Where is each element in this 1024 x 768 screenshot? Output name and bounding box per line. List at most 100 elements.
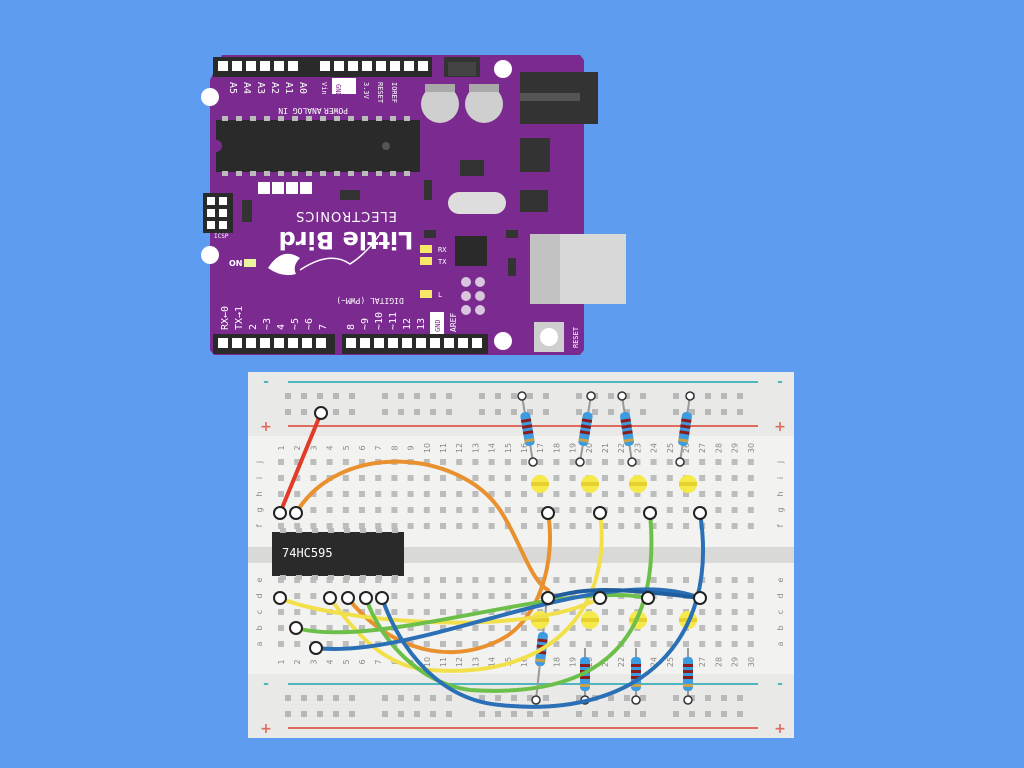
power-pin-label: Vin: [320, 82, 328, 95]
analog-pin-label: A4: [241, 82, 252, 94]
header-pin: [232, 61, 242, 71]
breadboard-hole: [569, 641, 576, 647]
header-pin: [348, 61, 358, 71]
led-on: [244, 259, 256, 267]
chip-leg: [296, 575, 302, 580]
chip-leg: [376, 116, 382, 121]
led-l: [420, 290, 432, 298]
breadboard-hole: [569, 625, 576, 631]
breadboard-hole: [666, 475, 673, 481]
breadboard-hole: [423, 593, 430, 599]
resistor-band: [579, 430, 591, 435]
rail-hole: [737, 711, 743, 717]
breadboard-hole: [666, 609, 673, 615]
digital-pin-label: TX→1: [234, 306, 245, 330]
wire-end: [273, 591, 287, 605]
capacitor-mark: [469, 84, 499, 92]
column-number-bottom: 7: [374, 659, 383, 664]
rail-hole: [333, 393, 339, 399]
column-number-top: 5: [342, 445, 351, 450]
breadboard-hole: [407, 507, 414, 513]
column-number-top: 25: [666, 443, 675, 453]
breadboard-hole: [375, 507, 382, 513]
analog-pin-label: A1: [283, 82, 294, 94]
chip-leg: [222, 116, 228, 121]
resistor: [520, 412, 535, 446]
breadboard-hole: [699, 641, 706, 647]
header-pin: [458, 338, 468, 348]
breadboard-hole: [407, 625, 414, 631]
rail-hole: [333, 409, 339, 415]
chip-leg: [236, 171, 242, 176]
column-number-bottom: 5: [342, 659, 351, 664]
chip-notch: [216, 140, 222, 152]
gnd-box-label: GND: [334, 84, 342, 97]
gnd-digital-label: GND: [434, 319, 442, 332]
column-number-top: 23: [633, 443, 642, 453]
wire-end: [641, 591, 655, 605]
icsp-pin: [207, 197, 215, 205]
column-number-bottom: 25: [666, 657, 675, 667]
chip-leg: [320, 171, 326, 176]
rail-hole: [624, 393, 630, 399]
rail-hole: [689, 711, 695, 717]
wire-end: [341, 591, 355, 605]
resistor-band: [535, 658, 546, 663]
led-rim: [531, 618, 549, 622]
breadboard-hole: [472, 593, 479, 599]
analog-pin-label: A5: [227, 82, 238, 94]
breadboard-hole: [715, 577, 722, 583]
breadboard-hole: [731, 491, 738, 497]
chip-leg: [392, 575, 398, 580]
column-number-top: 17: [536, 443, 545, 453]
board-symbol-box: [286, 182, 298, 194]
column-number-bottom: 13: [471, 657, 480, 667]
rail-minus-label: -: [777, 374, 783, 390]
breadboard-hole: [375, 475, 382, 481]
resistor-band: [580, 676, 590, 679]
column-number-top: 7: [374, 445, 383, 450]
rail-hole: [705, 711, 711, 717]
breadboard-hole: [747, 475, 754, 481]
icsp-label: ICSP: [214, 233, 229, 240]
breadboard-hole: [504, 459, 511, 465]
breadboard-hole: [504, 641, 511, 647]
resistor-band: [621, 424, 632, 429]
column-number-bottom: 29: [731, 657, 740, 667]
smd-part: [508, 258, 516, 276]
rail-hole: [527, 393, 533, 399]
resistor-band: [520, 418, 532, 423]
breadboard-hole: [326, 507, 333, 513]
column-number-bottom: 16: [520, 657, 529, 667]
column-number-top: 15: [504, 443, 513, 453]
breadboard-hole: [715, 523, 722, 529]
resistor-band: [683, 670, 693, 673]
digital-pin-label: ~5: [290, 318, 301, 330]
resistor-band: [683, 664, 693, 667]
rail-hole: [737, 695, 743, 701]
breadboard-hole: [602, 523, 608, 529]
rail-hole: [624, 711, 630, 717]
breadboard-hole: [488, 523, 495, 529]
breadboard-hole: [585, 491, 592, 497]
resistor-band: [580, 684, 590, 687]
rail-plus-label: +: [260, 721, 272, 737]
chip-leg: [296, 528, 302, 533]
header-pin: [274, 338, 284, 348]
column-number-top: 18: [552, 443, 561, 453]
breadboard-hole: [472, 625, 479, 631]
chip-leg: [404, 116, 410, 121]
breadboard-hole: [278, 625, 284, 631]
breadboard-hole: [602, 475, 608, 481]
breadboard-hole: [553, 625, 560, 631]
wire-blue: [380, 511, 706, 709]
rail-hole: [592, 711, 598, 717]
breadboard-hole: [440, 577, 446, 583]
breadboard-hole: [423, 491, 430, 497]
rail-hole: [479, 695, 485, 701]
column-number-top: 6: [358, 445, 367, 450]
mounting-hole: [494, 60, 512, 78]
rail-hole: [430, 711, 436, 717]
